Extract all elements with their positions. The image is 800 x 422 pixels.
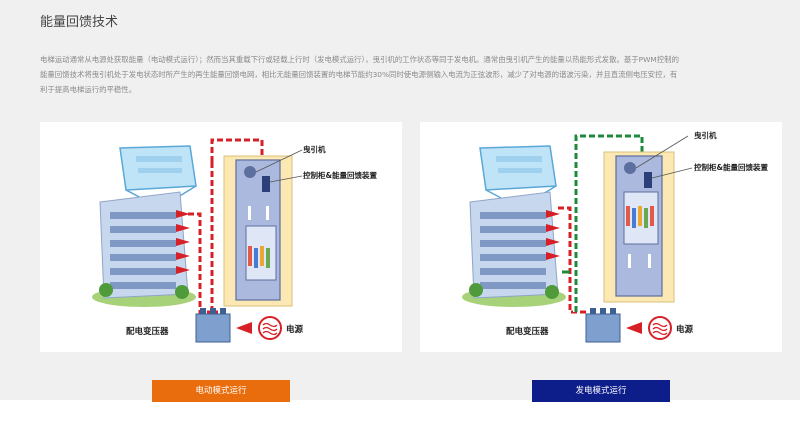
room-ceiling-icon (119, 145, 197, 209)
transformer-label: 配电变压器 (506, 326, 549, 337)
elevator-shaft (223, 155, 293, 307)
generator-mode-diagram: 曳引机 控制柜&能量回馈装置 配电变压器 电源 (420, 122, 782, 352)
transformer-label: 配电变压器 (126, 326, 169, 337)
motor-mode-button[interactable]: 电动模式运行 (152, 380, 290, 402)
power-source-label: 电源 (676, 324, 694, 335)
page-description: 电梯运动通常从电源处获取能量（电动模式运行）；然而当其重载下行或轻载上行时（发电… (40, 55, 679, 94)
motor-mode-diagram: 曳引机 控制柜&能量回馈装置 配电变压器 电源 (40, 122, 402, 352)
power-source-label: 电源 (286, 324, 304, 335)
power-source-icon (648, 316, 672, 340)
power-flow-arrows (546, 210, 560, 260)
traction-machine-label: 曳引机 (694, 130, 717, 140)
transformer-icon (585, 308, 621, 343)
generator-mode-button[interactable]: 发电模式运行 (532, 380, 670, 402)
control-cabinet-label: 控制柜&能量回馈装置 (303, 170, 378, 180)
power-flow-arrows (176, 210, 190, 274)
building-icon (462, 191, 566, 307)
regen-line (574, 134, 644, 312)
transformer-icon (195, 308, 231, 343)
elevator-shaft (603, 151, 675, 303)
building-icon (92, 191, 196, 307)
traction-machine-label: 曳引机 (303, 144, 326, 154)
power-source-icon (258, 316, 282, 340)
control-cabinet-label: 控制柜&能量回馈装置 (694, 162, 769, 172)
page-title: 能量回馈技术 (40, 15, 119, 30)
power-line (188, 212, 218, 314)
